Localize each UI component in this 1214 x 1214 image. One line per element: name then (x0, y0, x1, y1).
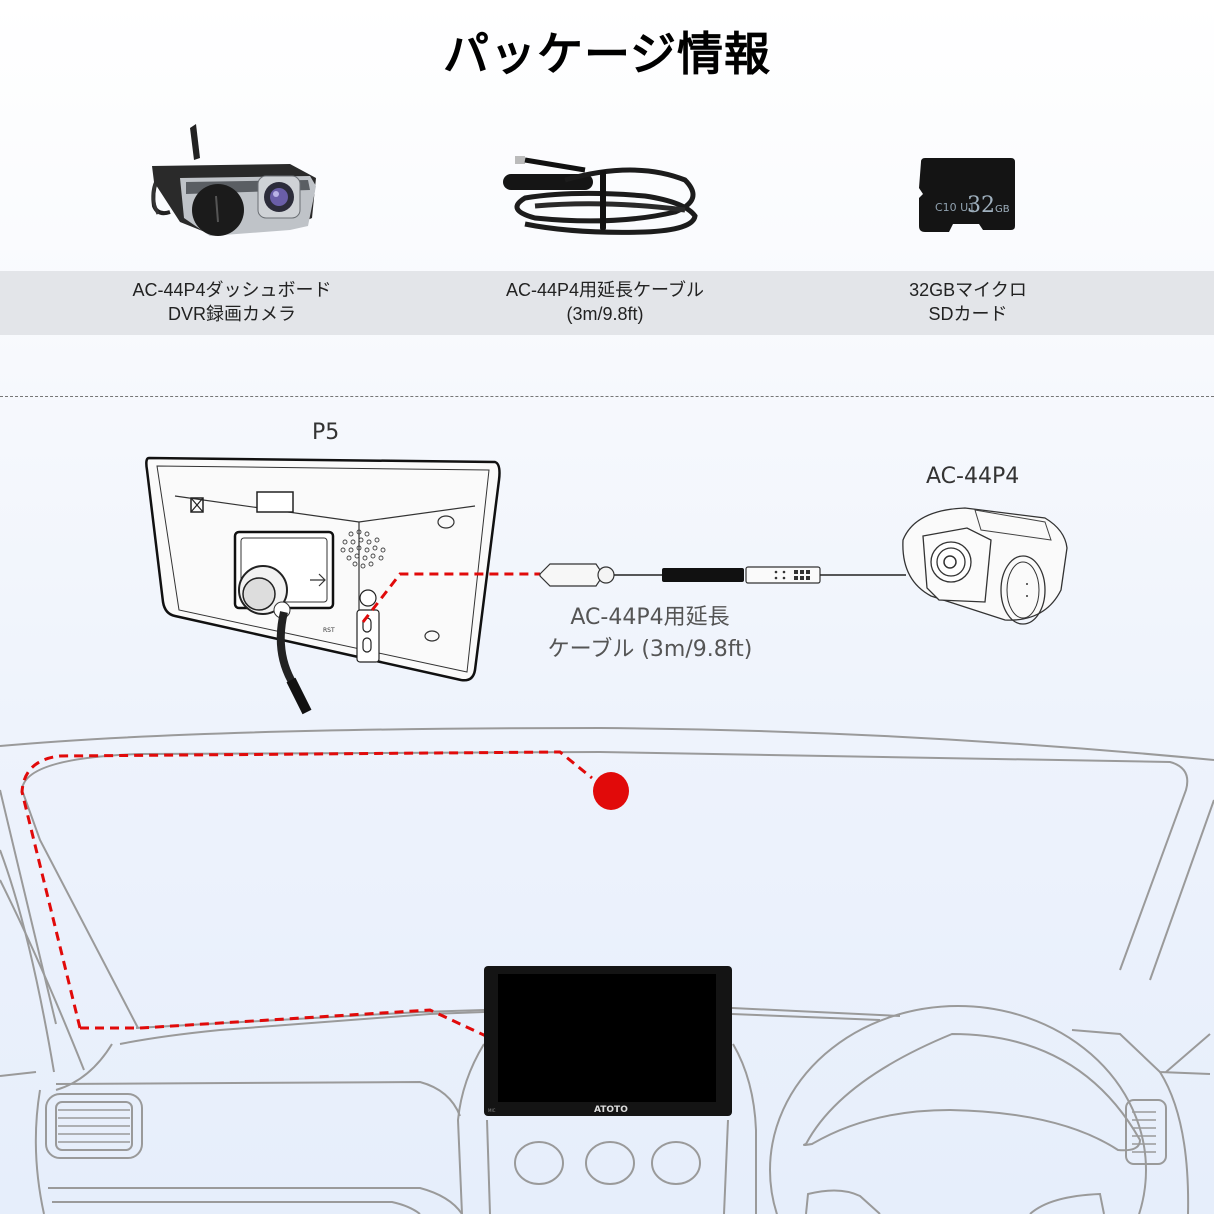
dashcam-icon (151, 124, 316, 236)
package-item-dashcam-label: AC-44P4ダッシュボード DVR録画カメラ (132, 280, 332, 324)
screen-brand: ATOTO (594, 1105, 628, 1115)
head-unit-back-illustration: RST (145, 456, 501, 715)
head-unit-label: P5 (312, 420, 340, 445)
mic-label: MIC (488, 1108, 496, 1113)
section-divider (0, 396, 1214, 397)
package-item-cable-label: AC-44P4用延長ケーブル (3m/9.8ft) (506, 280, 704, 324)
cable-label: AC-44P4用延長 ケーブル (3m/9.8ft) (547, 605, 753, 662)
head-unit-front-illustration: ATOTO MIC (484, 966, 732, 1116)
rst-label: RST (323, 627, 335, 634)
camera-position-marker (593, 772, 629, 810)
card-capacity: 32 (967, 193, 995, 218)
cable-icon (503, 156, 698, 235)
camera-label: AC-44P4 (926, 464, 1020, 489)
dashcam-line-illustration (902, 507, 1068, 625)
sd-card-icon: C10 U1 32 GB (919, 158, 1015, 232)
package-item-sd-card-label: 32GBマイクロ SDカード (909, 280, 1027, 324)
page-title: パッケージ情報 (442, 27, 772, 81)
card-unit: GB (995, 204, 1010, 215)
card-class: C10 U1 (935, 201, 975, 214)
package-label-band (0, 271, 1214, 335)
extension-cable-illustration (539, 563, 906, 587)
